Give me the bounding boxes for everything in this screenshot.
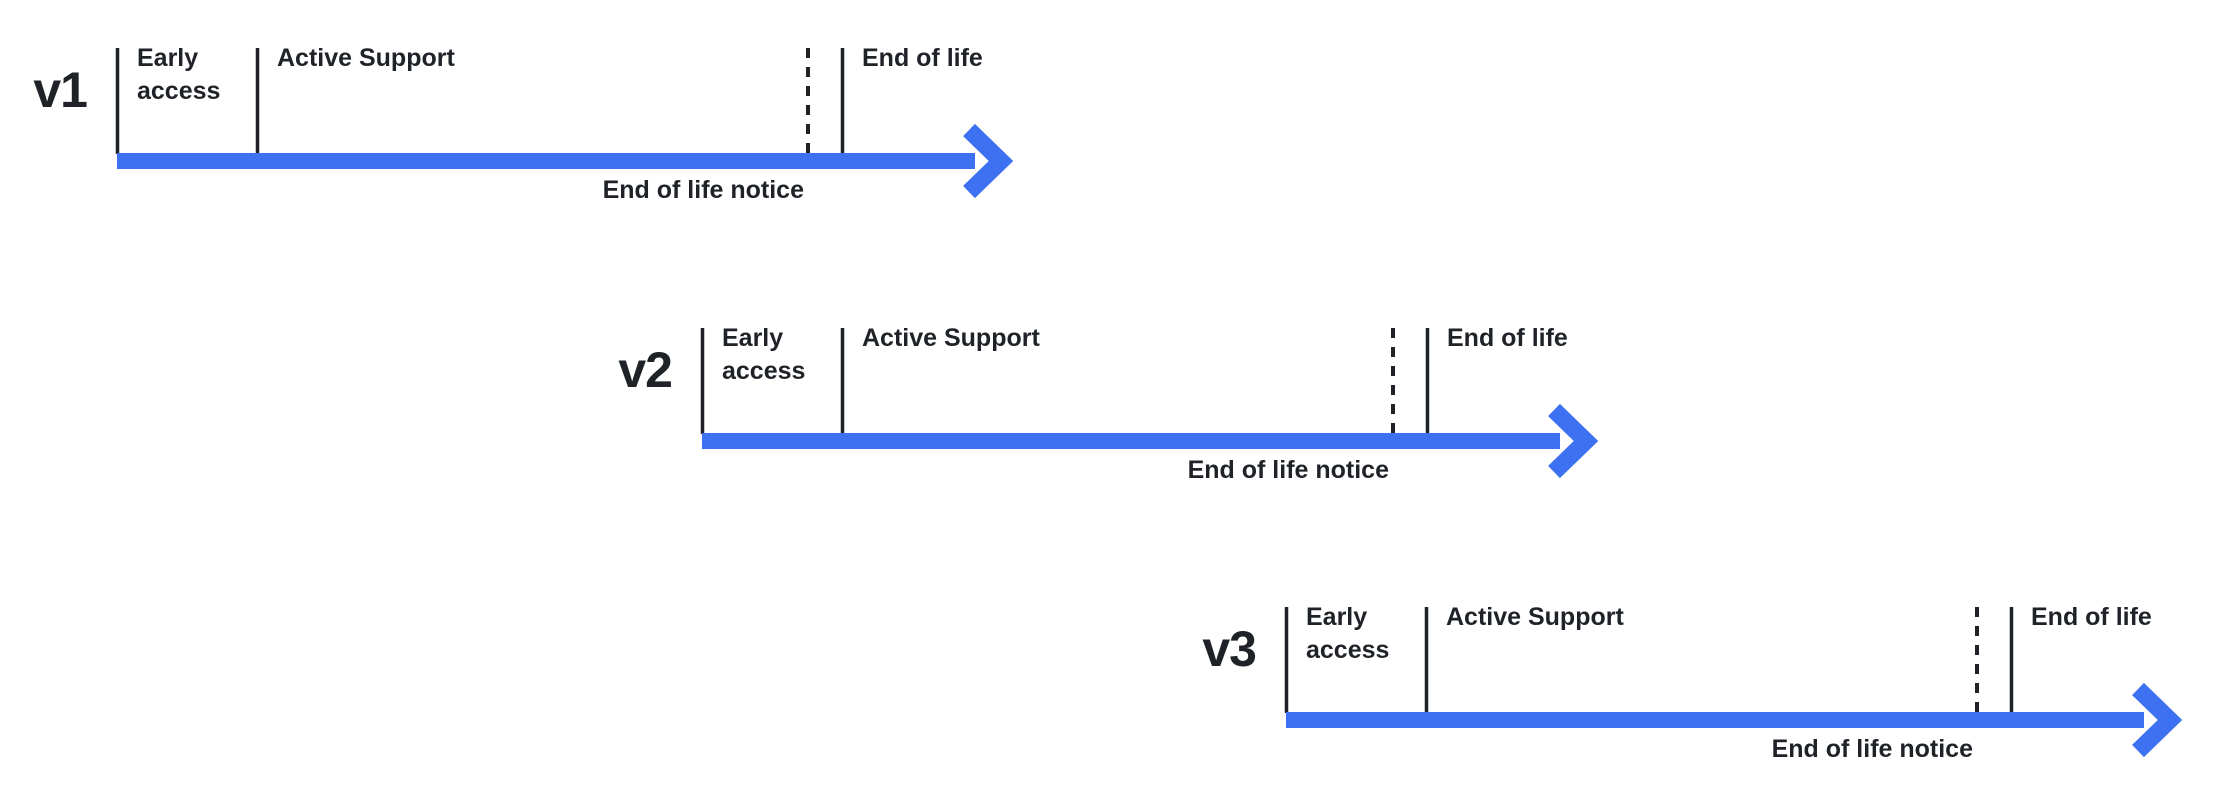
timeline-arrow-head xyxy=(1548,403,1599,479)
phase-label-early-access: Early access xyxy=(1306,603,1390,664)
timeline-arrow-head xyxy=(963,123,1014,199)
eol-notice-label: End of life notice xyxy=(1771,735,1973,763)
phase-label-end-of-life: End of life xyxy=(2031,603,2152,631)
phase-label-active-support: Active Support xyxy=(1446,603,1624,631)
timeline-v2-graphic xyxy=(700,328,1599,479)
timeline-arrow-head xyxy=(2132,682,2183,758)
phase-label-active-support: Active Support xyxy=(862,324,1040,352)
version-label: v1 xyxy=(33,62,88,118)
phase-label-active-support: Active Support xyxy=(277,44,455,72)
timeline-v3-graphic xyxy=(1284,607,2183,758)
eol-notice-label: End of life notice xyxy=(1187,456,1389,484)
timeline-v1: v1 Early access Active Support End of li… xyxy=(0,42,1177,242)
phase-label-end-of-life: End of life xyxy=(862,44,983,72)
eol-notice-label: End of life notice xyxy=(602,176,804,204)
phase-label-early-access: Early access xyxy=(722,324,806,385)
phase-label-early-access: Early access xyxy=(137,44,221,105)
timeline-v1-graphic xyxy=(115,48,1014,199)
phase-label-end-of-life: End of life xyxy=(1447,324,1568,352)
timeline-v2: v2 Early access Active Support End of li… xyxy=(542,322,1762,522)
timeline-v3: v3 Early access Active Support End of li… xyxy=(1126,601,2228,801)
version-label: v2 xyxy=(618,342,673,398)
version-label: v3 xyxy=(1202,621,1257,677)
